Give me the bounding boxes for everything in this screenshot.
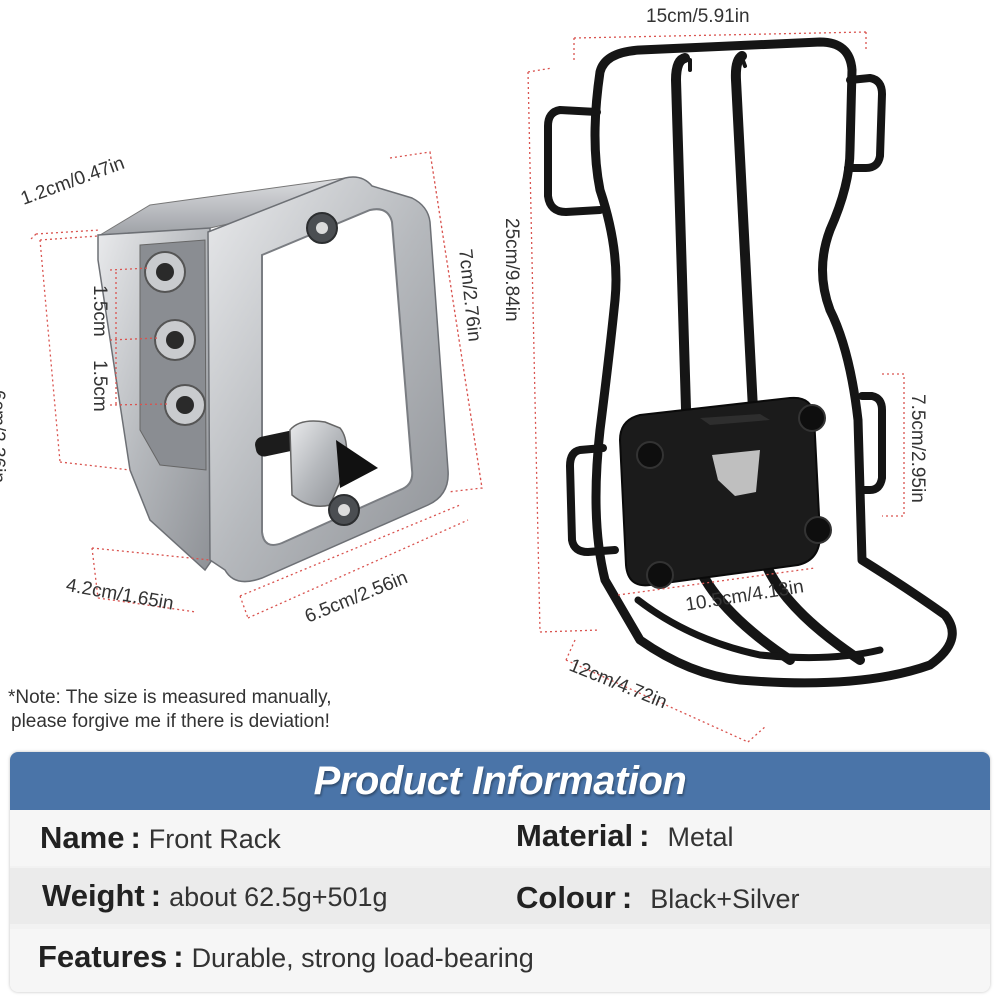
- product-info-panel: Product Information Name : Front Rack Ma…: [10, 752, 990, 992]
- weight-value: about 62.5g+501g: [169, 882, 388, 912]
- features-field: Features : Durable, strong load-bearing: [38, 939, 534, 975]
- colour-value: Black+Silver: [650, 884, 800, 914]
- info-row-2: Weight : about 62.5g+501g Colour : Black…: [10, 868, 990, 924]
- info-row-3: Features : Durable, strong load-bearing: [10, 929, 990, 992]
- info-row-1: Name : Front Rack Material : Metal: [10, 810, 990, 866]
- dim-rack-width-top: 15cm/5.91in: [646, 6, 750, 27]
- product-drawing: [29, 31, 957, 743]
- mount-holes: [144, 251, 206, 426]
- colour-field: Colour : Black+Silver: [516, 880, 800, 916]
- name-field: Name : Front Rack: [40, 820, 281, 856]
- material-label: Material: [516, 818, 634, 853]
- dim-rack-mount-height: 7.5cm/2.95in: [907, 394, 928, 503]
- panel-title: Product Information: [313, 758, 687, 803]
- product-figure: 1.2cm/0.47in 6cm/2.36in 1.5cm 1.5cm 7cm/…: [0, 6, 957, 743]
- features-value: Durable, strong load-bearing: [191, 943, 534, 973]
- colour-label: Colour: [516, 880, 616, 915]
- dimension-lines: [29, 31, 905, 743]
- weight-field: Weight : about 62.5g+501g: [42, 878, 388, 914]
- name-value: Front Rack: [148, 824, 281, 854]
- black-front-rack: [544, 37, 957, 688]
- features-label: Features: [38, 939, 168, 974]
- silver-clamp: [97, 176, 449, 583]
- dim-clamp-height-left: 6cm/2.36in: [0, 390, 8, 483]
- dim-hole-spacing-2: 1.5cm: [89, 360, 110, 412]
- colour-separator: :: [621, 880, 633, 915]
- panel-header: Product Information: [10, 752, 990, 810]
- material-value: Metal: [667, 822, 734, 852]
- note-line-2: please forgive me if there is deviation!: [11, 711, 330, 732]
- material-field: Material : Metal: [516, 818, 734, 854]
- dim-hole-spacing-1: 1.5cm: [89, 285, 110, 337]
- measurement-note: *Note: The size is measured manually, pl…: [8, 686, 332, 734]
- weight-separator: :: [150, 878, 162, 913]
- name-separator: :: [130, 820, 141, 855]
- note-line-1: *Note: The size is measured manually,: [8, 687, 332, 708]
- name-label: Name: [40, 820, 125, 855]
- frame-screws: [306, 212, 360, 526]
- dim-rack-height: 25cm/9.84in: [501, 218, 522, 322]
- material-separator: :: [639, 818, 650, 853]
- weight-label: Weight: [42, 878, 145, 913]
- features-separator: :: [173, 939, 184, 974]
